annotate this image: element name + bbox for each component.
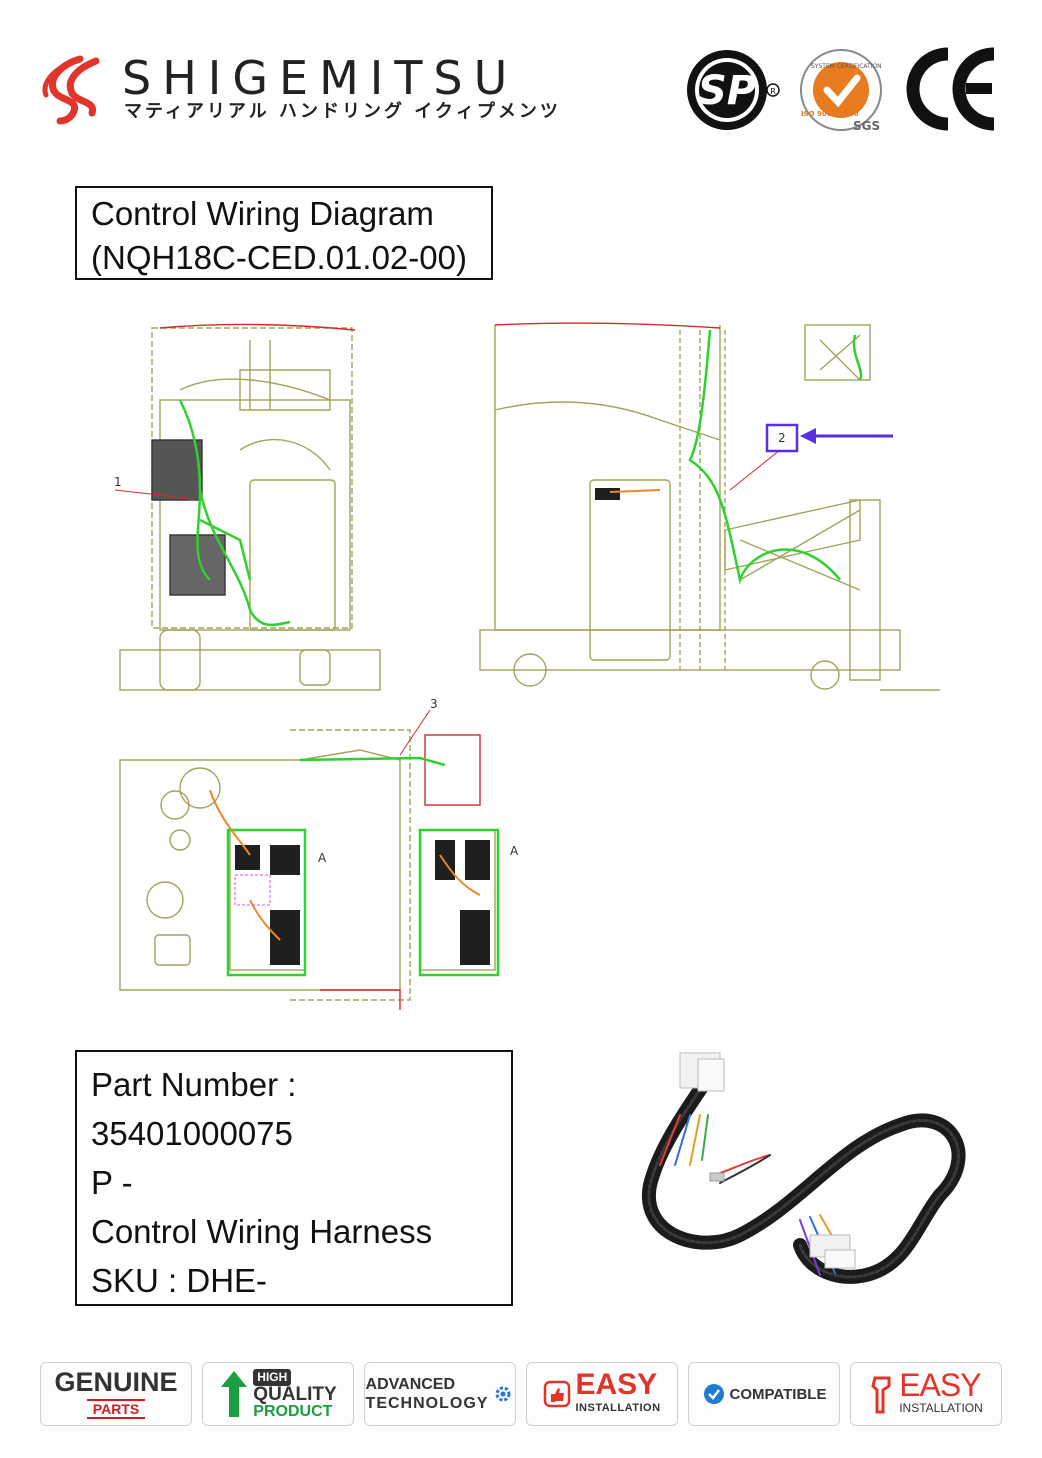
part-description: Control Wiring Harness bbox=[91, 1213, 433, 1250]
badge-easy2-line1: EASY bbox=[899, 1367, 981, 1403]
section-label-a-left: A bbox=[318, 851, 327, 865]
check-circle-icon bbox=[703, 1384, 724, 1404]
gear-icon bbox=[495, 1386, 511, 1402]
badge-hq-line3: PRODUCT bbox=[253, 1402, 333, 1420]
badge-hq-line2: QUALITY bbox=[253, 1383, 337, 1405]
thumbs-up-icon bbox=[544, 1380, 571, 1408]
control-wiring-diagram: 1 2 3 A A bbox=[114, 322, 940, 1010]
badge-compatible: COMPATIBLE bbox=[688, 1362, 840, 1426]
badge-easy-installation-2: EASY INSTALLATION bbox=[850, 1362, 1002, 1426]
badge-easy-line1: EASY bbox=[575, 1368, 658, 1401]
badge-genuine-line1: GENUINE bbox=[54, 1367, 178, 1397]
cert-ring-top: SYSTEM CERTIFICATION bbox=[811, 63, 882, 70]
part-number-label: Part Number : bbox=[91, 1066, 297, 1103]
shigemitsu-logo-icon bbox=[42, 55, 100, 125]
diagram-title: Control Wiring Diagram bbox=[91, 195, 434, 232]
badge-compatible-label: COMPATIBLE bbox=[729, 1385, 827, 1403]
badge-high-quality: HIGH QUALITY PRODUCT bbox=[202, 1362, 354, 1426]
badge-genuine-parts: GENUINE PARTS bbox=[40, 1362, 192, 1426]
callout-2: 2 bbox=[778, 431, 786, 445]
badge-adv-line2: TECHNOLOGY bbox=[365, 1395, 489, 1412]
front-view-drawing bbox=[119, 323, 381, 691]
svg-text:R: R bbox=[770, 87, 776, 96]
badge-advanced-technology: ADVANCED TECHNOLOGY bbox=[364, 1362, 516, 1426]
badge-hq-line1: HIGH bbox=[253, 1368, 292, 1386]
diagram-code: (NQH18C-CED.01.02-00) bbox=[91, 239, 467, 276]
iso-sgs-logo-icon: SYSTEM CERTIFICATION ISO 9001:2008 SGS bbox=[800, 49, 882, 133]
wrench-icon bbox=[871, 1376, 891, 1414]
part-info-box: Part Number : 35401000075 P - Control Wi… bbox=[75, 1050, 513, 1306]
part-number-value: 35401000075 bbox=[91, 1115, 293, 1152]
diagram-title-box: Control Wiring Diagram (NQH18C-CED.01.02… bbox=[75, 186, 493, 280]
pointer-arrow-icon bbox=[800, 428, 893, 444]
callout-1: 1 bbox=[114, 475, 122, 489]
svg-text:SP: SP bbox=[698, 68, 756, 114]
badge-adv-line1: ADVANCED bbox=[365, 1376, 456, 1393]
cert-sgs-label: SGS bbox=[853, 119, 880, 133]
badge-easy-line2: INSTALLATION bbox=[575, 1402, 661, 1414]
csa-logo-icon: SP R bbox=[687, 50, 780, 130]
wiring-harness-image bbox=[641, 1052, 966, 1284]
feature-badges: GENUINE PARTS HIGH QUALITY PRODUCT ADVAN… bbox=[40, 1362, 1002, 1428]
p-line: P - bbox=[91, 1164, 133, 1201]
badge-easy-installation: EASY INSTALLATION bbox=[526, 1362, 678, 1426]
ce-mark-icon bbox=[906, 47, 995, 131]
callout-2-highlight bbox=[765, 423, 799, 453]
callout-3: 3 bbox=[430, 697, 438, 711]
quality-arrow-icon bbox=[221, 1371, 248, 1417]
brand-name: SHIGEMITSU bbox=[122, 51, 519, 105]
cert-ring-iso: ISO 9001:2008 bbox=[801, 110, 859, 118]
badge-genuine-line2: PARTS bbox=[86, 1399, 146, 1419]
badge-easy2-line2: INSTALLATION bbox=[899, 1401, 983, 1415]
sku-line: SKU : DHE- bbox=[91, 1262, 268, 1299]
brand-tagline: マティアリアル ハンドリング イクィプメンツ bbox=[124, 101, 561, 122]
brand-header: SHIGEMITSU マティアリアル ハンドリング イクィプメンツ bbox=[40, 51, 640, 130]
side-view-drawing bbox=[479, 322, 940, 691]
section-label-a-right: A bbox=[510, 844, 519, 858]
